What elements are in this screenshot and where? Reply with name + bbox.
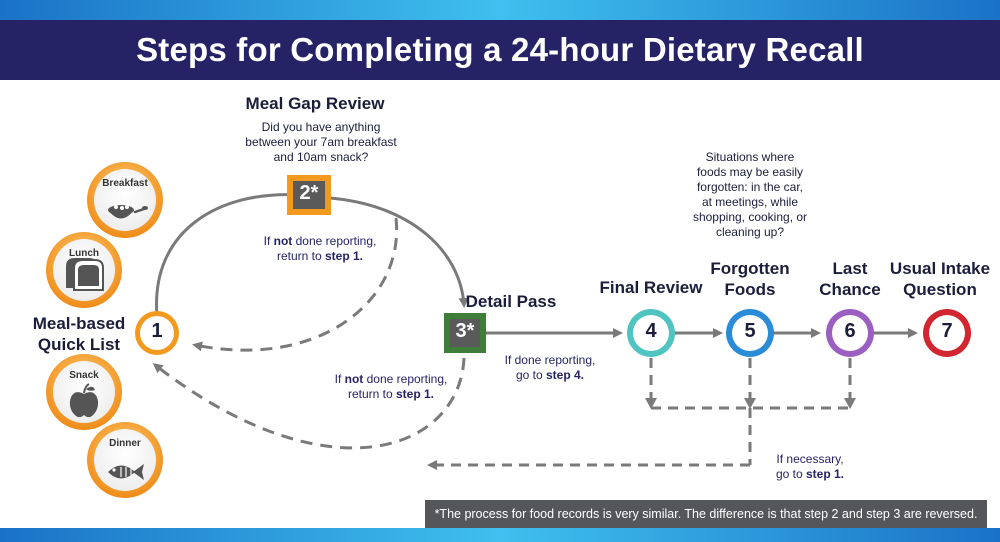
meal-label-breakfast: Breakfast	[102, 178, 148, 189]
meal-gap-line-1: Did you have anything	[261, 120, 381, 134]
top-gradient-band	[0, 0, 1000, 20]
forgotten-line-4: at meetings, while	[701, 195, 799, 209]
step-3-done-line-1: If done reporting,	[504, 353, 596, 367]
step-7-label-line-1: Usual Intake	[889, 259, 991, 278]
step-3-node	[444, 313, 486, 353]
step-2-label: Meal Gap Review	[245, 94, 385, 113]
step-5-number: 5	[744, 320, 756, 342]
step-5-label-line-1: Forgotten	[710, 259, 790, 278]
feedback-bracket	[427, 358, 852, 470]
quick-list-line-2: Quick List	[37, 335, 121, 354]
meal-lunch	[46, 232, 122, 308]
step-5-label-line-2: Foods	[724, 280, 776, 299]
page-title: Steps for Completing a 24-hour Dietary R…	[136, 31, 864, 68]
step-1-number: 1	[151, 320, 163, 342]
forgotten-line-6: cleaning up?	[715, 225, 785, 239]
forgotten-line-5: shopping, cooking, or	[692, 210, 808, 224]
step-1-node	[135, 311, 179, 355]
step-6-label-line-2: Chance	[819, 280, 881, 299]
forgotten-situations-note: Situations where foods may be easily for…	[680, 150, 820, 240]
arrow-2-to-3	[329, 196, 469, 308]
bracket-arrowheads	[645, 398, 856, 409]
step-6-label-line-1: Last	[832, 259, 868, 278]
meal-label-snack: Snack	[69, 370, 99, 381]
step-3-label: Detail Pass	[465, 292, 557, 311]
step-3-done-note: If done reporting, go to step 4.	[494, 353, 606, 383]
meal-snack	[46, 354, 122, 430]
step-4-number: 4	[645, 320, 657, 342]
footnote: *The process for food records is very si…	[425, 500, 987, 528]
step-6-number: 6	[844, 320, 856, 342]
meal-label-dinner: Dinner	[109, 438, 141, 449]
if-necessary-line-1: If necessary,	[776, 452, 844, 466]
apple-icon	[69, 383, 99, 418]
step-6-label: Last Chance	[805, 258, 895, 300]
meal-breakfast	[87, 162, 163, 238]
step-2-node	[287, 175, 331, 215]
step-4-label: Final Review	[599, 278, 703, 297]
if-necessary-note: If necessary, go to step 1.	[760, 452, 860, 482]
meal-gap-line-2: between your 7am breakfast	[245, 135, 397, 149]
meal-label-lunch: Lunch	[69, 248, 99, 259]
forgotten-line-1: Situations where	[705, 150, 795, 164]
step-7-number: 7	[941, 320, 953, 342]
step-6-node	[826, 309, 874, 357]
step-2-number: 2*	[299, 182, 319, 204]
step-5-node	[726, 309, 774, 357]
step-3-not-done-note: If not done reporting, return to step 1.	[334, 372, 448, 401]
step-7-label-line-2: Question	[903, 280, 977, 299]
bowl-icon	[108, 205, 148, 219]
step-3-number: 3*	[455, 320, 475, 342]
meal-gap-line-3: and 10am snack?	[273, 150, 369, 164]
fish-icon	[108, 464, 144, 480]
forgotten-line-3: forgotten: in the car,	[696, 180, 804, 194]
step-7-node	[923, 309, 971, 357]
step-4-node	[627, 309, 675, 357]
bread-icon	[66, 258, 104, 291]
meal-dinner	[87, 422, 163, 498]
return-2-to-1	[192, 217, 399, 352]
quick-list-label: Meal-based Quick List	[20, 313, 138, 355]
meal-gap-question: Did you have anything between your 7am b…	[236, 120, 406, 165]
step-5-label: Forgotten Foods	[700, 258, 800, 300]
step-7-label: Usual Intake Question	[882, 258, 998, 300]
forgotten-line-2: foods may be easily	[696, 165, 804, 179]
arrow-1-to-2	[155, 189, 303, 317]
step-2-not-done-note: If not done reporting, return to step 1.	[263, 234, 377, 263]
bottom-gradient-band	[0, 528, 1000, 542]
title-bar: Steps for Completing a 24-hour Dietary R…	[0, 20, 1000, 80]
quick-list-line-1: Meal-based	[32, 314, 126, 333]
